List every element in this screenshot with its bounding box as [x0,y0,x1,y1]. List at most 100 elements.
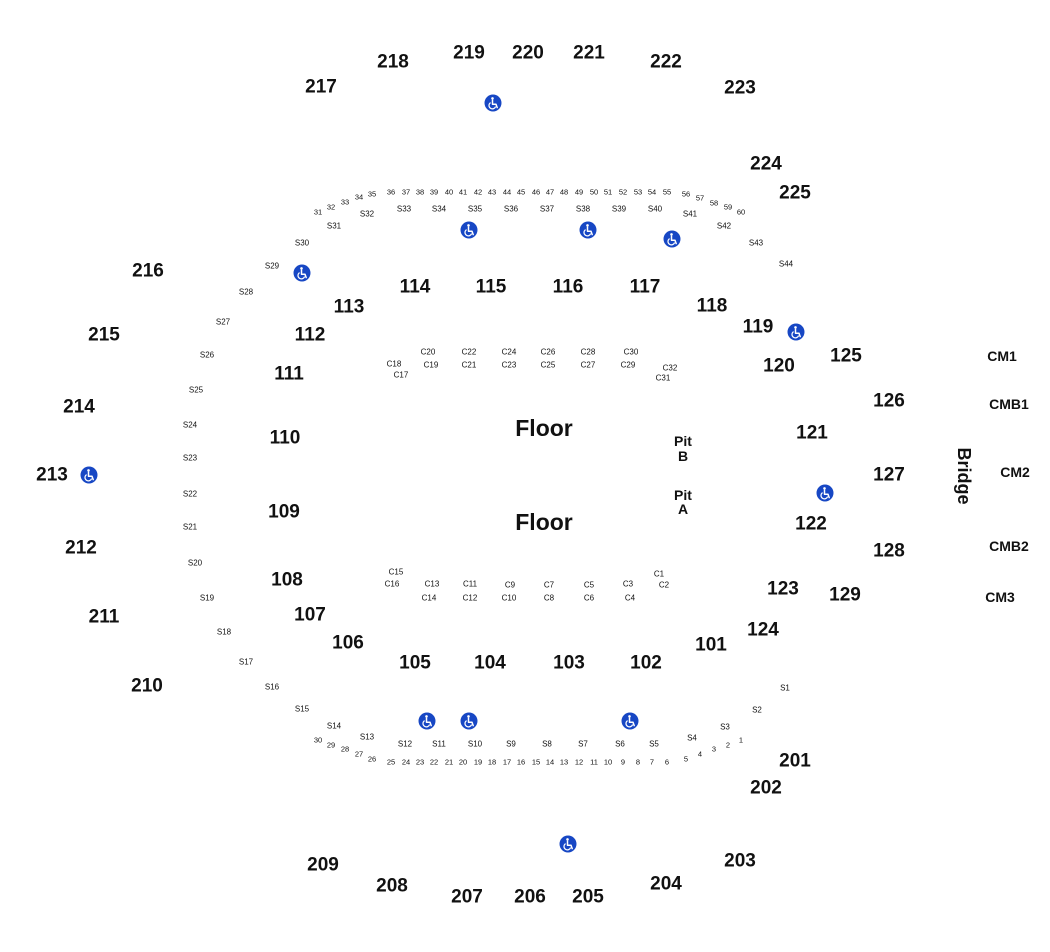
section-114[interactable]: 114 [400,277,431,298]
section-215[interactable]: 215 [88,325,120,346]
row-bottom-2[interactable]: 2 [726,741,730,750]
section-c10[interactable]: C10 [502,594,517,603]
section-cmb1[interactable]: CMB1 [989,396,1029,412]
section-c32[interactable]: C32 [663,364,678,373]
section-102[interactable]: 102 [630,653,662,674]
section-s21[interactable]: S21 [183,523,198,532]
section-c19[interactable]: C19 [424,361,439,370]
row-top-47[interactable]: 47 [546,188,554,197]
section-s6[interactable]: S6 [615,740,625,749]
section-118[interactable]: 118 [697,296,728,317]
section-c1[interactable]: C1 [654,570,665,579]
section-206[interactable]: 206 [514,887,546,908]
section-c31[interactable]: C31 [656,374,671,383]
row-bottom-27[interactable]: 27 [355,750,363,759]
section-s15[interactable]: S15 [295,705,310,714]
section-s35[interactable]: S35 [468,205,483,214]
row-top-32[interactable]: 32 [327,203,335,212]
row-bottom-28[interactable]: 28 [341,745,349,754]
section-c9[interactable]: C9 [505,581,516,590]
section-111[interactable]: 111 [274,364,304,385]
section-s11[interactable]: S11 [432,740,446,749]
section-210[interactable]: 210 [131,676,163,697]
row-top-46[interactable]: 46 [532,188,540,197]
section-s17[interactable]: S17 [239,658,254,667]
section-c3[interactable]: C3 [623,580,634,589]
section-s44[interactable]: S44 [779,260,794,269]
row-bottom-23[interactable]: 23 [416,758,424,767]
section-s31[interactable]: S31 [327,222,342,231]
row-top-58[interactable]: 58 [710,199,718,208]
section-126[interactable]: 126 [873,391,905,412]
row-top-39[interactable]: 39 [430,188,438,197]
section-221[interactable]: 221 [573,43,605,64]
wheelchair-icon[interactable] [459,220,479,240]
floor-label-upper[interactable]: Floor [515,415,573,441]
section-s23[interactable]: S23 [183,454,198,463]
section-cm3[interactable]: CM3 [985,589,1015,605]
row-top-43[interactable]: 43 [488,188,496,197]
section-203[interactable]: 203 [724,851,756,872]
section-219[interactable]: 219 [453,43,485,64]
section-c30[interactable]: C30 [624,348,639,357]
section-s19[interactable]: S19 [200,594,215,603]
section-c16[interactable]: C16 [385,580,400,589]
section-c25[interactable]: C25 [541,361,556,370]
section-s22[interactable]: S22 [183,490,198,499]
section-116[interactable]: 116 [553,277,584,298]
section-218[interactable]: 218 [377,52,409,73]
row-bottom-30[interactable]: 30 [314,736,322,745]
row-top-48[interactable]: 48 [560,188,568,197]
row-bottom-29[interactable]: 29 [327,741,335,750]
section-c11[interactable]: C11 [463,580,478,589]
wheelchair-icon[interactable] [79,465,99,485]
section-s8[interactable]: S8 [542,740,552,749]
section-205[interactable]: 205 [572,887,604,908]
row-bottom-4[interactable]: 4 [698,750,702,759]
row-top-55[interactable]: 55 [663,188,671,197]
section-214[interactable]: 214 [63,397,95,418]
section-s27[interactable]: S27 [216,318,231,327]
row-top-52[interactable]: 52 [619,188,627,197]
section-s38[interactable]: S38 [576,205,591,214]
section-c28[interactable]: C28 [581,348,596,357]
section-s39[interactable]: S39 [612,205,627,214]
section-120[interactable]: 120 [763,356,795,377]
section-209[interactable]: 209 [307,855,339,876]
row-bottom-24[interactable]: 24 [402,758,410,767]
section-c14[interactable]: C14 [422,594,437,603]
section-c12[interactable]: C12 [463,594,478,603]
section-c21[interactable]: C21 [462,361,477,370]
row-bottom-11[interactable]: 11 [590,758,598,767]
section-124[interactable]: 124 [747,620,779,641]
row-top-54[interactable]: 54 [648,188,656,197]
section-c13[interactable]: C13 [425,580,440,589]
section-c17[interactable]: C17 [394,371,409,380]
row-bottom-5[interactable]: 5 [684,755,688,764]
row-bottom-21[interactable]: 21 [445,758,453,767]
row-top-41[interactable]: 41 [459,188,467,197]
section-s18[interactable]: S18 [217,628,232,637]
section-c18[interactable]: C18 [387,360,402,369]
section-s12[interactable]: S12 [398,740,413,749]
row-top-50[interactable]: 50 [590,188,598,197]
row-top-44[interactable]: 44 [503,188,511,197]
section-108[interactable]: 108 [271,570,303,591]
row-bottom-25[interactable]: 25 [387,758,395,767]
wheelchair-icon[interactable] [815,483,835,503]
section-106[interactable]: 106 [332,633,364,654]
section-115[interactable]: 115 [476,277,507,298]
row-top-38[interactable]: 38 [416,188,424,197]
section-110[interactable]: 110 [270,428,301,449]
wheelchair-icon[interactable] [578,220,598,240]
row-bottom-20[interactable]: 20 [459,758,467,767]
section-220[interactable]: 220 [512,43,544,64]
section-cmb2[interactable]: CMB2 [989,538,1029,554]
section-204[interactable]: 204 [650,874,682,895]
row-top-53[interactable]: 53 [634,188,642,197]
section-s14[interactable]: S14 [327,722,342,731]
section-105[interactable]: 105 [399,653,431,674]
section-c7[interactable]: C7 [544,581,555,590]
row-bottom-7[interactable]: 7 [650,758,654,767]
section-c8[interactable]: C8 [544,594,555,603]
